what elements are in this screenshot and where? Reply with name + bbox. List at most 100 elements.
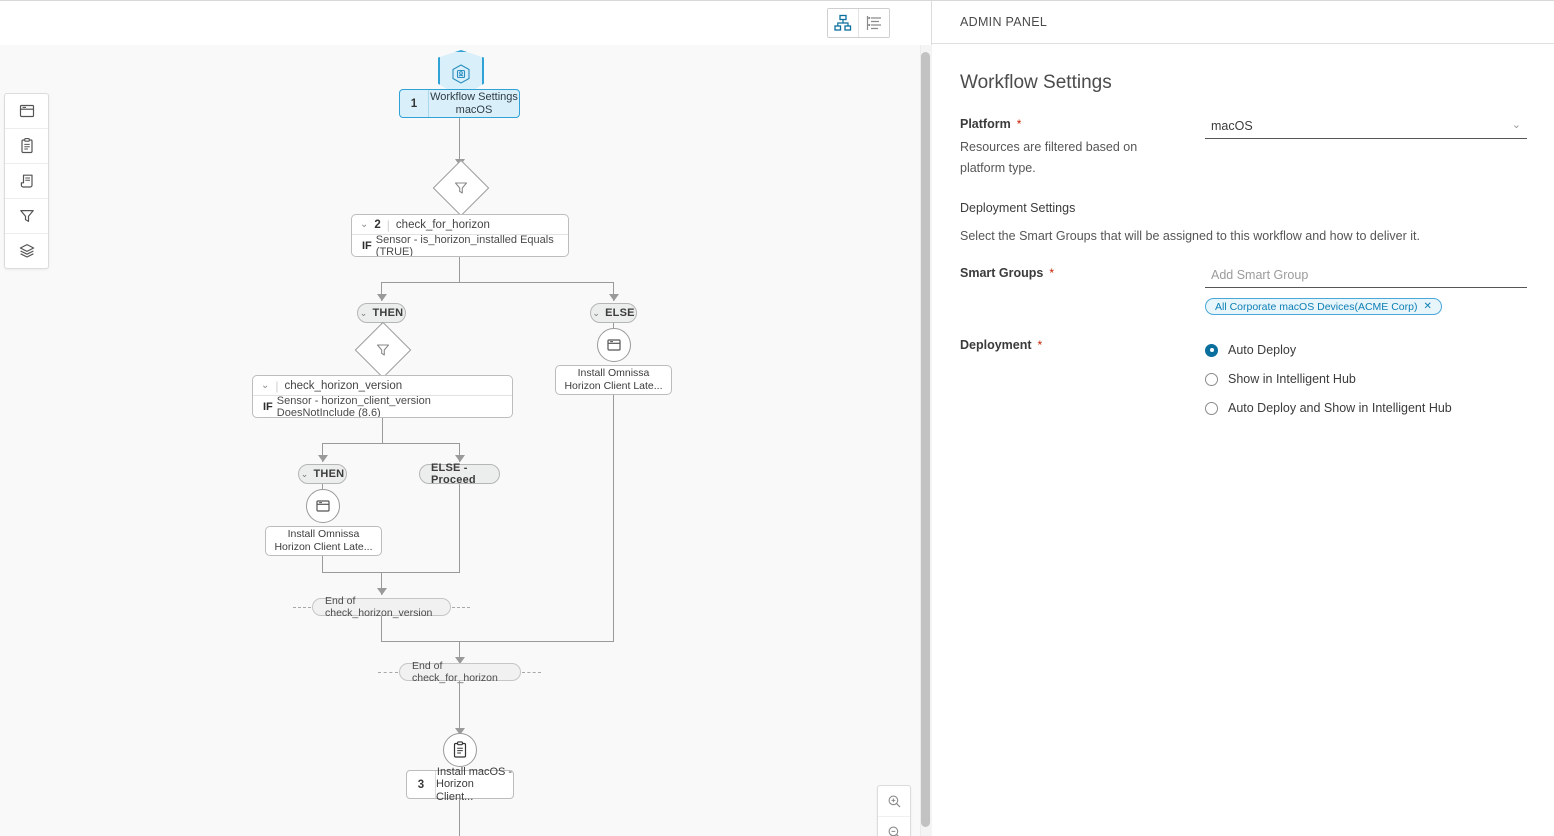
smart-group-input[interactable]: Add Smart Group [1205,265,1527,288]
edge-cond1-split [381,282,614,284]
zoom-out-button[interactable] [878,816,910,836]
platform-label-block: Platform * Resources are filtered based o… [960,116,1205,179]
tool-sensors[interactable] [5,198,48,233]
node-number: 3 [407,771,436,798]
node-install-macos-horizon-client[interactable]: 3 Install macOS - Horizon Client... [406,766,514,803]
chevron-down-icon[interactable]: ⌄ [359,307,368,318]
application-icon [19,104,34,118]
radio-auto-deploy-and-show[interactable]: Auto Deploy and Show in Intelligent Hub [1205,397,1526,419]
tool-profiles[interactable] [5,128,48,163]
list-view-button[interactable] [858,9,889,37]
edge-final-step-down [459,799,461,836]
expression-text: Sensor - horizon_client_version DoesNotI… [276,395,431,418]
node-workflow-settings[interactable]: 1 Workflow Settings macOS [399,89,520,118]
deployment-control: Auto Deploy Show in Intelligent Hub Auto… [1205,337,1526,426]
final-step-icon-node[interactable] [443,733,477,767]
layers-icon [19,244,34,258]
tool-resources[interactable] [5,233,48,268]
condition-name: check_for_horizon [395,218,490,231]
edge-cond2-join-stem [381,572,383,595]
condition-card-check-horizon-version[interactable]: ⌄ | check_horizon_version IF Sensor - ho… [252,375,513,418]
action-line1: Install Omnissa [287,528,360,540]
smart-groups-control: Add Smart Group All Corporate macOS Devi… [1205,265,1527,315]
funnel-icon [375,342,391,358]
chevron-down-icon[interactable]: ⌄ [360,218,369,230]
platform-label: Platform [960,117,1011,131]
radio-icon[interactable] [1205,401,1218,415]
expression-prefix: IF [263,401,273,413]
action-line1: Install Omnissa [577,367,650,379]
node-number: 1 [400,90,429,117]
radio-icon[interactable] [1205,372,1218,386]
arrow-cond2-else [455,455,465,462]
admin-panel-title: ADMIN PANEL [960,15,1048,29]
application-window-icon [316,500,330,512]
branch-label: THEN [313,468,345,480]
arrow-cond1-then [377,294,387,301]
deployment-settings-help: Select the Smart Groups that will be ass… [960,229,1420,243]
platform-select[interactable]: macOS ⌄ [1205,116,1527,139]
admin-panel-header: ADMIN PANEL [932,1,1554,44]
edge-cond2-split [322,443,459,445]
platform-selected-value: macOS [1211,119,1253,133]
smart-group-chip[interactable]: All Corporate macOS Devices(ACME Corp) ✕ [1205,298,1442,315]
edge-start-to-condition1 [459,118,461,166]
condition-number: 2 [374,218,381,231]
branch-label: ELSE - Proceed [431,462,476,486]
radio-label: Auto Deploy and Show in Intelligent Hub [1228,401,1452,415]
required-marker: * [1037,338,1043,352]
hierarchy-view-button[interactable] [828,9,858,37]
edge-cond2-else-drop [459,443,461,462]
chevron-down-icon[interactable]: ⌄ [300,468,309,479]
deployment-settings-title: Deployment Settings [960,201,1076,215]
zoom-in-button[interactable] [878,786,910,816]
node-label-line2: macOS [455,103,493,116]
radio-show-in-intelligent-hub[interactable]: Show in Intelligent Hub [1205,368,1526,390]
radio-icon-selected[interactable] [1205,343,1218,357]
condition-expression: IF Sensor - is_horizon_installed Equals … [352,234,568,256]
zoom-out-icon [888,826,899,836]
platform-control: macOS ⌄ [1205,116,1527,139]
then2-action-box[interactable]: Install Omnissa Horizon Client Late... [265,526,382,556]
node-label-line2: Horizon Client... [436,778,474,803]
top-rule [0,0,1554,1]
platform-help-text: Resources are filtered based on platform… [960,140,1138,175]
funnel-icon [19,210,34,222]
radio-auto-deploy[interactable]: Auto Deploy [1205,339,1526,361]
smart-group-chip-label: All Corporate macOS Devices(ACME Corp) [1215,300,1418,313]
edge-else1-join [460,641,614,643]
branch-else-1[interactable]: ⌄ ELSE [590,303,637,323]
required-marker: * [1016,117,1022,131]
branch-then-1[interactable]: ⌄ THEN [357,303,406,323]
canvas-scrollbar-thumb[interactable] [921,52,930,827]
tool-scripts[interactable] [5,163,48,198]
chevron-down-icon[interactable]: ⌄ [1511,119,1521,131]
node-label-line1: Workflow Settings [430,91,518,103]
workflow-canvas[interactable]: 1 Workflow Settings macOS ⌄ 2 | check_fo [0,45,930,836]
expression-prefix: IF [362,240,372,252]
hierarchy-icon [834,14,852,31]
action-line2: Horizon Client Late... [274,541,373,553]
clipboard-icon [20,138,33,154]
condition-card-check-for-horizon[interactable]: ⌄ 2 | check_for_horizon IF Sensor - is_h… [351,214,569,257]
radio-label: Show in Intelligent Hub [1228,372,1356,386]
chevron-down-icon[interactable]: ⌄ [261,379,270,391]
branch-else-proceed[interactable]: ELSE - Proceed [419,462,500,486]
branch-then-2[interactable]: ⌄ THEN [298,464,347,484]
condition-expression: IF Sensor - horizon_client_version DoesN… [253,395,512,418]
then2-action-icon-node[interactable] [306,489,340,523]
condition2-diamond[interactable] [354,321,412,379]
node-label: Install macOS - Horizon Client... [436,766,513,803]
chevron-down-icon[interactable]: ⌄ [592,307,601,318]
node-label-line1: Install macOS - [436,765,513,778]
condition1-diamond[interactable] [432,159,490,217]
end-inner-dash-right [452,607,470,608]
condition-header[interactable]: ⌄ | check_horizon_version [253,376,512,396]
close-icon[interactable]: ✕ [1423,300,1432,312]
condition-header[interactable]: ⌄ 2 | check_for_horizon [352,215,568,235]
else1-action-icon-node[interactable] [597,328,631,362]
tool-applications[interactable] [5,94,48,128]
deployment-label-block: Deployment* [960,337,1205,352]
else1-action-box[interactable]: Install Omnissa Horizon Client Late... [555,365,672,395]
end-of-check-horizon-version: End of check_horizon_version [312,595,451,619]
